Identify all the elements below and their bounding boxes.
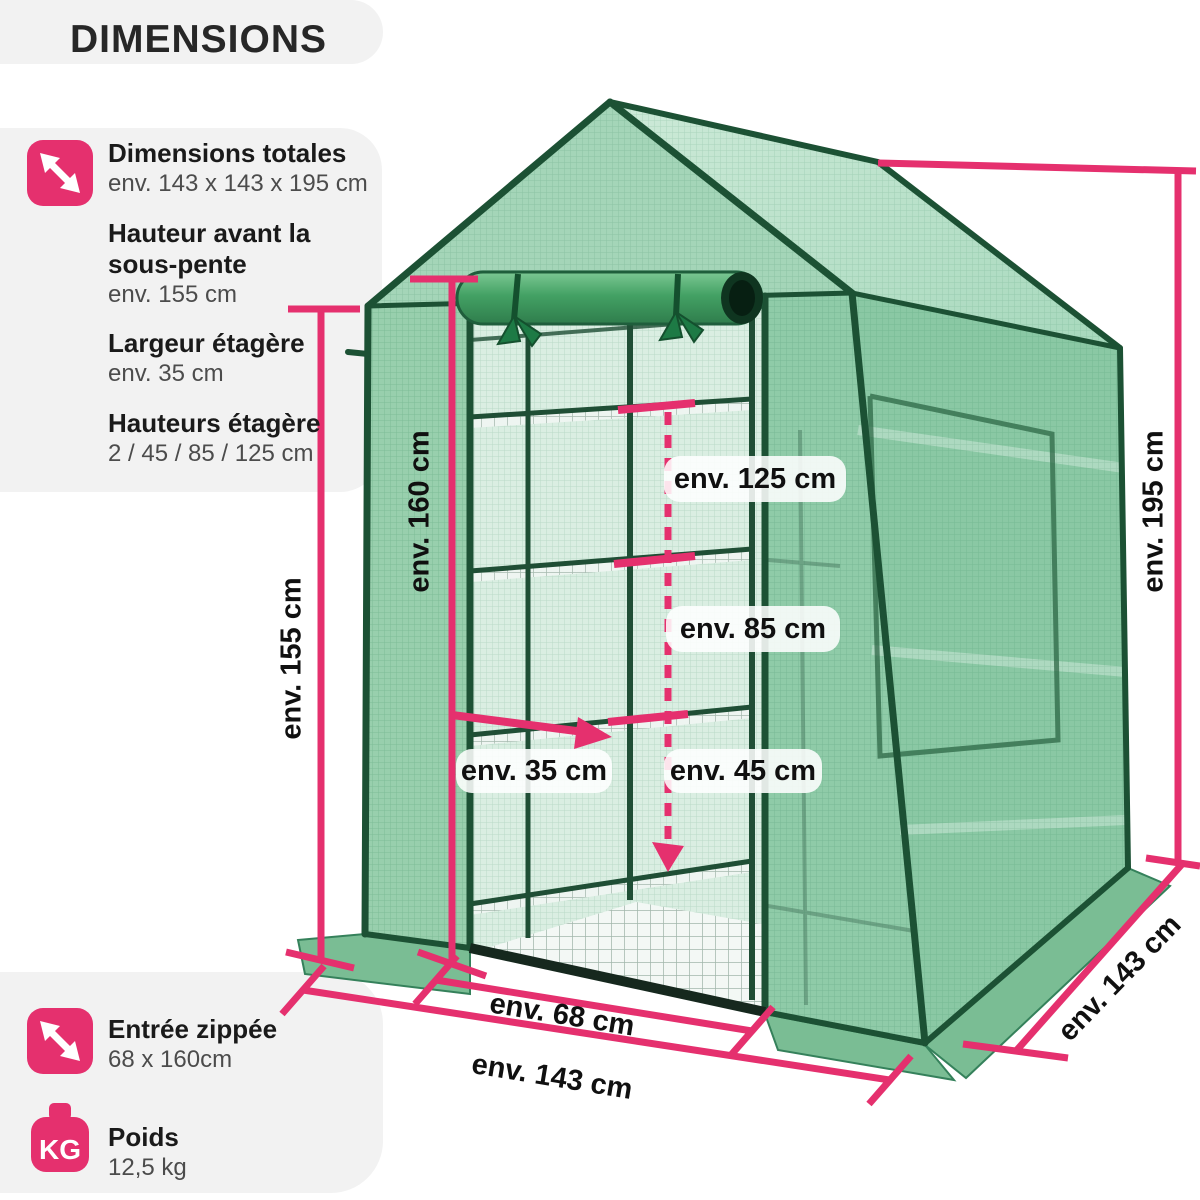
- door-tie-ribbons: [496, 273, 705, 348]
- dim-68-line: [435, 976, 753, 1035]
- spec-item-largeur-etagere: Largeur étagère env. 35 cm: [108, 328, 372, 389]
- spec-item-hauteurs-etagere: Hauteurs étagère 2 / 45 / 85 / 125 cm: [108, 408, 372, 469]
- spec-value: env. 143 x 143 x 195 cm: [108, 170, 368, 197]
- spec-value: env. 155 cm: [108, 281, 237, 308]
- weight-kg-icon: KG: [28, 1102, 92, 1172]
- page-title: DIMENSIONS: [70, 18, 328, 61]
- greenhouse-frame: [345, 98, 1131, 1047]
- dimension-lines: [279, 159, 1200, 1107]
- spec-item-entree-zippee: Entrée zippée 68 x 160cm: [108, 1014, 372, 1075]
- kg-icon-label: KG: [39, 1134, 81, 1165]
- spec-value: 68 x 160cm: [108, 1046, 233, 1073]
- greenhouse-right-wall: [852, 293, 1128, 1043]
- spec-title: Hauteur avant la sous-pente: [108, 218, 311, 279]
- dim-195-topline: [877, 159, 1197, 175]
- spec-item-poids: Poids 12,5 kg: [108, 1122, 372, 1183]
- spec-value: env. 35 cm: [108, 360, 224, 387]
- spec-title: Dimensions totales: [108, 138, 347, 168]
- dim-label-125: env. 125 cm: [664, 456, 846, 502]
- dim-label-160: env. 160 cm: [403, 430, 436, 593]
- diagonal-arrows-icon: [27, 140, 93, 206]
- diagonal-arrows-icon: [27, 1008, 93, 1074]
- dim-label-195: env. 195 cm: [1137, 430, 1170, 593]
- spec-value: 2 / 45 / 85 / 125 cm: [108, 440, 314, 467]
- dim-label-45: env. 45 cm: [664, 749, 822, 793]
- spec-title: Entrée zippée: [108, 1014, 278, 1044]
- greenhouse-roof: [368, 102, 1120, 348]
- greenhouse-interior: [469, 296, 765, 1012]
- spec-item-hauteur-avant: Hauteur avant la sous-pente env. 155 cm: [108, 218, 348, 310]
- dim-label-155: env. 155 cm: [275, 577, 308, 740]
- dim-143-width-line: [302, 986, 891, 1084]
- spec-value: 12,5 kg: [108, 1154, 187, 1181]
- rolled-door: [455, 270, 764, 348]
- title-band: [0, 0, 383, 64]
- spec-title: Hauteurs étagère: [108, 408, 321, 438]
- dim-label-35: env. 35 cm: [456, 749, 612, 793]
- spec-title: Poids: [108, 1122, 179, 1152]
- door-sill-rail: [468, 943, 767, 1017]
- dim-label-85: env. 85 cm: [666, 606, 840, 652]
- spec-title: Largeur étagère: [108, 328, 305, 358]
- dim-143-depth-line: [1013, 860, 1186, 1054]
- spec-item-dimensions-totales: Dimensions totales env. 143 x 143 x 195 …: [108, 138, 372, 199]
- greenhouse-front-wall: [365, 293, 925, 1043]
- dim-35-arrow-line: [451, 711, 585, 736]
